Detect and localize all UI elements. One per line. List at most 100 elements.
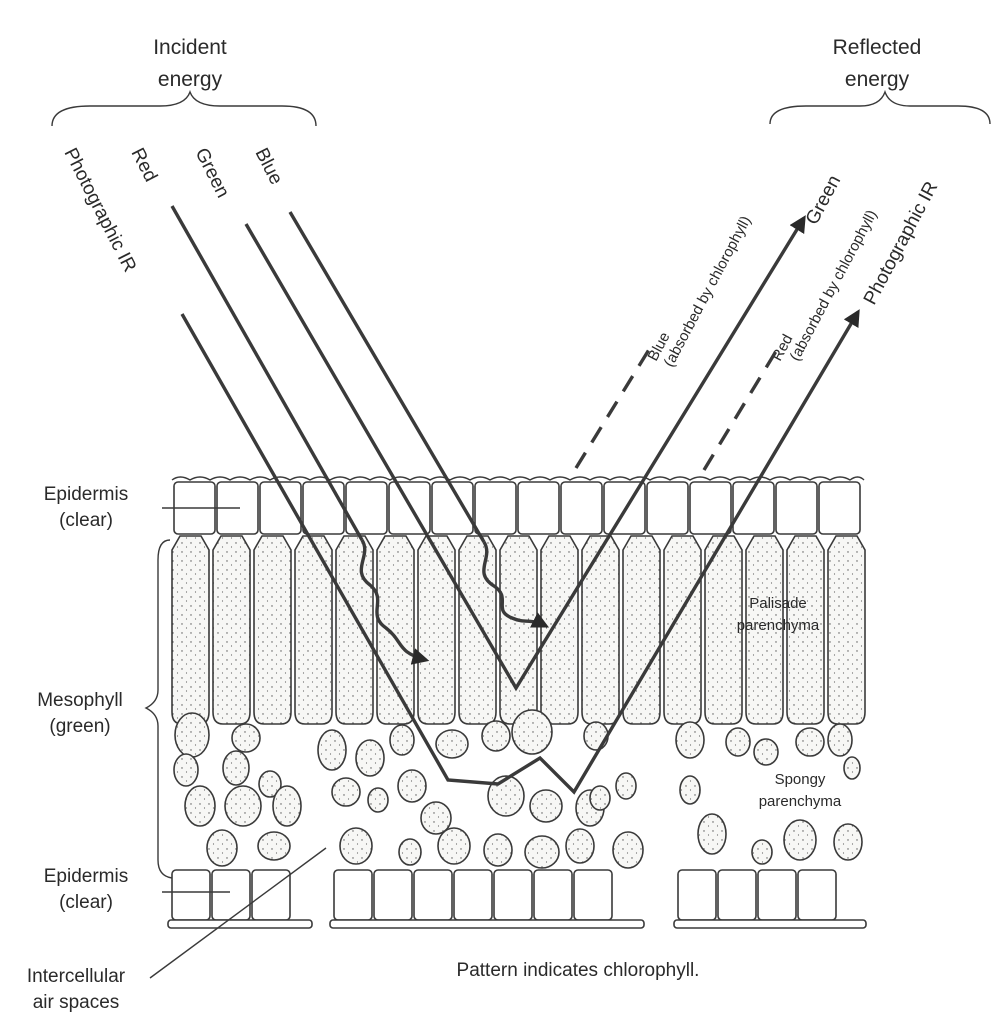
reflected-label-ir: Photographic IR [860,178,943,308]
upper-epidermis-cell [818,481,861,535]
palisade-cell [376,535,415,725]
spongy-cell [583,721,609,751]
incident-heading-line2: energy [158,68,223,91]
ray-red-incident [170,205,364,541]
spongy-cell [675,721,705,759]
lower-epidermis-cell [333,869,373,921]
spongy-cell [615,772,637,800]
palisade-cell [458,535,497,725]
spongy-cell [725,727,751,757]
spongy-cell [511,709,553,755]
mesophyll-label-line2: (green) [49,716,110,737]
spongy-cell [258,770,282,798]
upper-epidermis-cell [560,481,603,535]
spongy-cell [420,801,452,835]
lower-epidermis-cell [757,869,797,921]
lower-epidermis-cell [677,869,717,921]
upper-epidermis-cells [173,481,861,535]
upper-epidermis-cell [775,481,818,535]
lower-epidermis-cell [373,869,413,921]
palisade-cell [171,535,210,725]
ray-blue-reflected-dashed [574,347,652,469]
lower-epidermis-cell [717,869,757,921]
spongy-cell [483,833,513,867]
spongy-cell [437,827,471,865]
upper-epidermis-cell [517,481,560,535]
spongy-cell [355,739,385,777]
upper-epidermis-label-line1: Epidermis [44,484,128,505]
spongy-cell [331,777,361,807]
air-spaces-label-line1: Intercellular [27,966,126,987]
palisade-label-line2: parenchyma [737,617,820,634]
spongy-cell [222,750,250,786]
spongy-cell [398,838,422,866]
lower-epidermis-cell [413,869,453,921]
spongy-cell [487,775,525,817]
spongy-cell [783,819,817,861]
reflected-label-blue-line2: (absorbed by chlorophyll) [661,213,755,370]
spongy-cell [612,831,644,869]
palisade-cell [294,535,333,725]
palisade-cell [581,535,620,725]
spongy-cell [257,831,291,861]
spongy-label-line2: parenchyma [759,793,842,810]
caption: Pattern indicates chlorophyll. [457,960,700,981]
mesophyll-label-line1: Mesophyll [37,690,123,711]
upper-cuticle [171,476,865,481]
lower-cuticle [167,919,313,929]
lower-epidermis-cell [493,869,533,921]
upper-epidermis-cell [474,481,517,535]
spongy-cell [224,785,262,827]
lower-epidermis-cell [573,869,613,921]
spongy-cell [679,775,701,805]
lower-cuticle [673,919,867,929]
lower-epidermis-cell [797,869,837,921]
ray-red-absorbed-wave [359,539,430,665]
reflected-heading-line2: energy [845,68,910,91]
palisade-cell [335,535,374,725]
spongy-cell [367,787,389,813]
palisade-cell [786,535,825,725]
mesophyll-brace [144,539,173,879]
lower-epidermis-cells [167,869,867,929]
air-spaces-leader [149,847,327,979]
upper-epidermis-cell [345,481,388,535]
spongy-cell [827,723,853,757]
spongy-cell [524,835,560,869]
spongy-cell [697,813,727,855]
palisade-cell [253,535,292,725]
lower-epidermis-cell [251,869,291,921]
spongy-cells [173,709,863,869]
incident-label-green: Green [191,145,234,202]
lower-epidermis-cell [533,869,573,921]
lower-epidermis-cell [171,869,211,921]
spongy-cell [795,727,825,757]
spongy-cell [833,823,863,861]
ray-photographic-ir [180,309,860,795]
spongy-cell [339,827,373,865]
spongy-cell [589,785,611,811]
spongy-cell [753,738,779,766]
incident-label-blue: Blue [251,145,287,188]
lower-epidermis-label-line2: (clear) [59,892,113,913]
spongy-label-line1: Spongy [775,771,826,788]
incident-brace [51,89,317,127]
palisade-cell [622,535,661,725]
lower-epidermis-cell [211,869,251,921]
palisade-cell [540,535,579,725]
palisade-cell [212,535,251,725]
upper-epidermis-cell [302,481,345,535]
ray-blue-incident [288,211,486,543]
ray-green [244,215,806,692]
incident-label-red: Red [127,145,162,186]
upper-epidermis-cell [732,481,775,535]
palisade-cell [704,535,743,725]
spongy-cell [529,789,563,823]
lower-cuticle [329,919,645,929]
spongy-cell [565,828,595,864]
palisade-cell [745,535,784,725]
spongy-cell [174,712,210,758]
spongy-cell [272,785,302,827]
reflected-heading-line1: Reflected [833,36,922,59]
